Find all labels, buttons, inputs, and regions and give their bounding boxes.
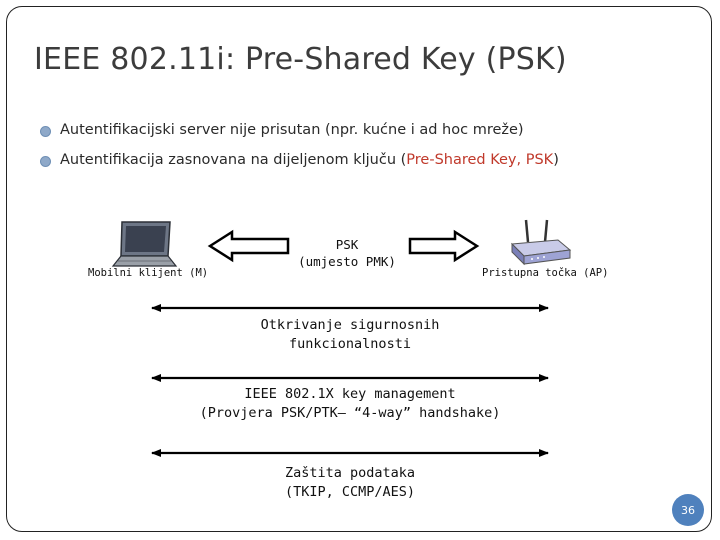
psk-label-line1: PSK <box>335 237 359 252</box>
phase-label-key-management: IEEE 802.1X key management (Provjera PSK… <box>160 385 540 423</box>
bullet-text-end: ) <box>553 152 559 168</box>
phase-label-discovery: Otkrivanje sigurnosnih funkcionalnosti <box>200 316 500 354</box>
wireless-router-icon <box>510 219 572 266</box>
bullet-dot-icon <box>40 156 51 167</box>
page-number-badge: 36 <box>672 494 704 526</box>
phase-label-line2: (Provjera PSK/PTK– “4-way” handshake) <box>199 405 501 421</box>
psk-label-line2: (umjesto PMK) <box>298 254 396 269</box>
bullet-item: Autentifikacija zasnovana na dijeljenom … <box>40 152 559 182</box>
slide-title: IEEE 802.11i: Pre-Shared Key (PSK) <box>34 42 567 77</box>
phase-label-line2: (TKIP, CCMP/AES) <box>284 484 416 500</box>
client-label: Mobilni klijent (M) <box>88 267 209 279</box>
bullet-text: Autentifikacija zasnovana na dijeljenom … <box>60 152 407 168</box>
phase-label-data-protection: Zaštita podataka (TKIP, CCMP/AES) <box>200 464 500 502</box>
bullet-item: Autentifikacijski server nije prisutan (… <box>40 122 559 152</box>
laptop-icon <box>111 221 178 267</box>
phase-label-line1: Otkrivanje sigurnosnih <box>260 317 440 333</box>
phase-label-line1: Zaštita podataka <box>284 465 416 481</box>
bullet-list: Autentifikacijski server nije prisutan (… <box>40 122 559 182</box>
slide-frame <box>6 6 712 532</box>
bullet-dot-icon <box>40 126 51 137</box>
phase-label-line2: funkcionalnosti <box>289 336 411 352</box>
ap-label: Pristupna točka (AP) <box>482 267 609 279</box>
right-hollow-arrow <box>408 229 480 263</box>
bullet-text: Autentifikacijski server nije prisutan (… <box>60 122 524 138</box>
bullet-highlight: Pre-Shared Key, PSK <box>406 152 554 168</box>
psk-label: PSK (umjesto PMK) <box>288 236 406 270</box>
phase-label-line1: IEEE 802.1X key management <box>244 386 456 402</box>
left-hollow-arrow <box>207 229 290 263</box>
